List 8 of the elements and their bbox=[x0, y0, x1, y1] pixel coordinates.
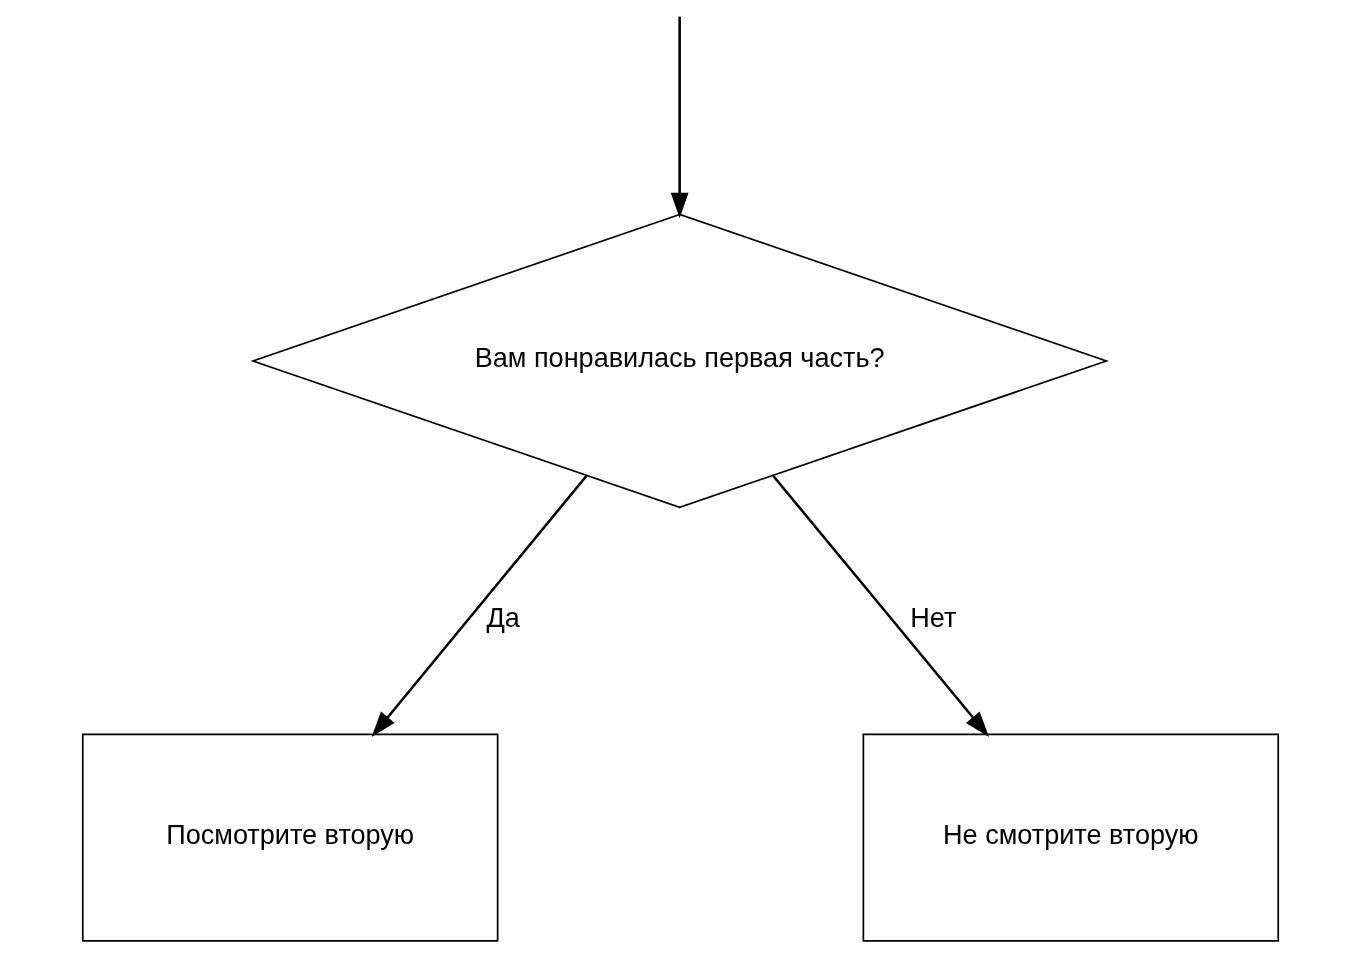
arrow bbox=[371, 475, 587, 737]
edge-label: Нет bbox=[909, 602, 956, 634]
node-box: Посмотрите вторую bbox=[81, 733, 498, 942]
arrow bbox=[670, 16, 689, 219]
edge-label: Да bbox=[485, 602, 520, 634]
node-box: Не смотрите вторую bbox=[862, 733, 1279, 942]
node-diamond: Вам понравилась первая часть? bbox=[249, 213, 1109, 509]
arrow bbox=[771, 475, 989, 737]
